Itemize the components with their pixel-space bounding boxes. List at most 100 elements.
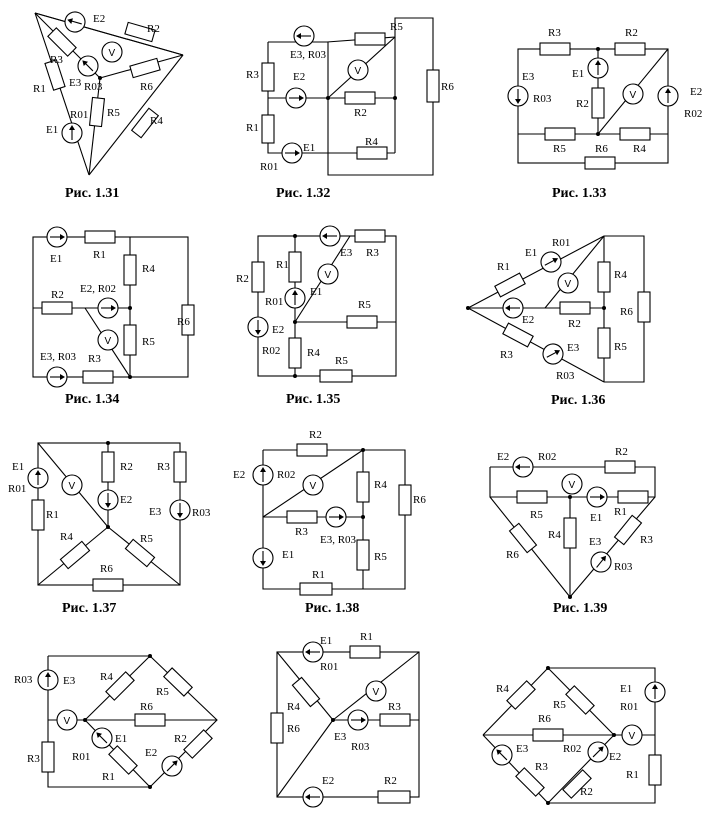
caption-1-38: Рис. 1.38 bbox=[305, 601, 359, 616]
label-e3r03: E3, R03 bbox=[290, 49, 327, 61]
label-r2: R2 bbox=[309, 429, 322, 441]
resistor-r1 bbox=[617, 490, 649, 504]
label-e1: E1 bbox=[620, 683, 632, 695]
resistor-r5 bbox=[544, 127, 576, 141]
source-e1 bbox=[281, 142, 303, 164]
label-r3: R3 bbox=[548, 27, 561, 39]
source-e3 bbox=[319, 225, 341, 247]
label-r4: R4 bbox=[287, 701, 300, 713]
resistor-r5 bbox=[597, 327, 611, 359]
label-e2: E2 bbox=[93, 13, 105, 25]
resistor-r6 bbox=[134, 713, 166, 727]
source-e1 bbox=[46, 226, 68, 248]
resistor-r6 bbox=[637, 291, 651, 323]
label-r5: R5 bbox=[358, 299, 371, 311]
label-r2: R2 bbox=[174, 733, 187, 745]
source-e2 bbox=[97, 489, 119, 511]
resistor-r2 bbox=[101, 451, 115, 483]
label-r5-bottom: R5 bbox=[335, 355, 348, 367]
label-r03: R03 bbox=[533, 93, 552, 105]
resistor-r3 bbox=[286, 510, 318, 524]
caption-1-31: Рис. 1.31 bbox=[65, 186, 119, 201]
resistor-r3 bbox=[515, 767, 545, 797]
resistor-r3 bbox=[82, 370, 114, 384]
resistor-r2 bbox=[559, 301, 591, 315]
resistor-r1 bbox=[648, 754, 662, 786]
resistor-r1 bbox=[44, 59, 66, 91]
resistor-r4 bbox=[356, 146, 388, 160]
resistor-r1 bbox=[494, 272, 526, 298]
resistor-r1 bbox=[84, 230, 116, 244]
label-e2: E2 bbox=[497, 451, 509, 463]
source-e2 bbox=[62, 9, 88, 35]
resistor-r6 bbox=[92, 578, 124, 592]
label-r5: R5 bbox=[390, 21, 403, 33]
label-e2: E2 bbox=[690, 86, 702, 98]
label-e3r03: E3, R03 bbox=[40, 351, 77, 363]
caption-1-36: Рис. 1.36 bbox=[551, 393, 605, 408]
resistor-r2 bbox=[604, 460, 636, 474]
source-e1 bbox=[586, 486, 608, 508]
label-r01: R01 bbox=[620, 701, 638, 713]
voltmeter bbox=[557, 272, 579, 294]
caption-1-34: Рис. 1.34 bbox=[65, 392, 119, 407]
label-r2: R2 bbox=[120, 461, 133, 473]
figure-1-37: E1 R2 R3 R01 E2 E3 R03 R1 R4 R5 R6 Рис. … bbox=[8, 441, 211, 616]
label-r6: R6 bbox=[287, 723, 300, 735]
label-r1: R1 bbox=[246, 122, 259, 134]
label-r5: R5 bbox=[140, 533, 153, 545]
resistor-r4 bbox=[123, 254, 137, 286]
caption-1-32: Рис. 1.32 bbox=[276, 186, 330, 201]
label-r5: R5 bbox=[530, 509, 543, 521]
resistor-r6 bbox=[532, 728, 564, 742]
voltmeter bbox=[56, 709, 78, 731]
resistor-r1 bbox=[108, 745, 138, 775]
label-r2: R2 bbox=[147, 23, 160, 35]
label-r01: R01 bbox=[72, 751, 90, 763]
label-e1: E1 bbox=[310, 286, 322, 298]
resistor-r3 bbox=[539, 42, 571, 56]
label-r3: R3 bbox=[157, 461, 170, 473]
figure-1-33: R3 R2 E3 E1 E2 R03 R2 R02 R5 R6 R4 Рис. … bbox=[507, 27, 702, 201]
resistor-r2 bbox=[251, 261, 265, 293]
label-r6: R6 bbox=[441, 81, 454, 93]
resistor-r3 bbox=[261, 62, 275, 92]
resistor-r1 bbox=[31, 499, 45, 531]
resistor-r5 bbox=[123, 324, 137, 356]
resistor-r1 bbox=[288, 251, 302, 283]
label-r6: R6 bbox=[595, 143, 608, 155]
label-r02: R02 bbox=[277, 469, 295, 481]
label-e1: E1 bbox=[115, 733, 127, 745]
voltmeter bbox=[97, 329, 119, 351]
label-e3: E3 bbox=[522, 71, 535, 83]
label-e2r02: E2, R02 bbox=[80, 283, 116, 295]
caption-1-39: Рис. 1.39 bbox=[553, 601, 607, 616]
resistor-r2 bbox=[614, 42, 646, 56]
voltmeter bbox=[347, 59, 369, 81]
label-r1: R1 bbox=[276, 259, 289, 271]
resistor-r5-bottom bbox=[319, 369, 353, 383]
label-e3r03: E3, R03 bbox=[320, 534, 357, 546]
label-r3: R3 bbox=[50, 54, 63, 66]
label-r2: R2 bbox=[51, 289, 64, 301]
resistor-r3 bbox=[379, 713, 411, 727]
source-e2 bbox=[157, 751, 187, 781]
voltmeter bbox=[561, 473, 583, 495]
source-e2 bbox=[285, 87, 307, 109]
resistor-r2 bbox=[377, 790, 411, 804]
source-e3 bbox=[37, 669, 59, 691]
resistor-r2 bbox=[124, 21, 156, 43]
label-e1: E1 bbox=[46, 124, 58, 136]
resistor-r6 bbox=[426, 69, 440, 103]
label-r4: R4 bbox=[496, 683, 509, 695]
label-r3: R3 bbox=[88, 353, 101, 365]
label-e3: E3 bbox=[63, 675, 76, 687]
label-r01: R01 bbox=[552, 237, 570, 249]
label-r4: R4 bbox=[633, 143, 646, 155]
resistor-r4 bbox=[288, 337, 302, 369]
label-r01: R01 bbox=[260, 161, 278, 173]
label-r6: R6 bbox=[506, 549, 519, 561]
label-r3: R3 bbox=[500, 349, 513, 361]
source-e2 bbox=[97, 297, 119, 319]
